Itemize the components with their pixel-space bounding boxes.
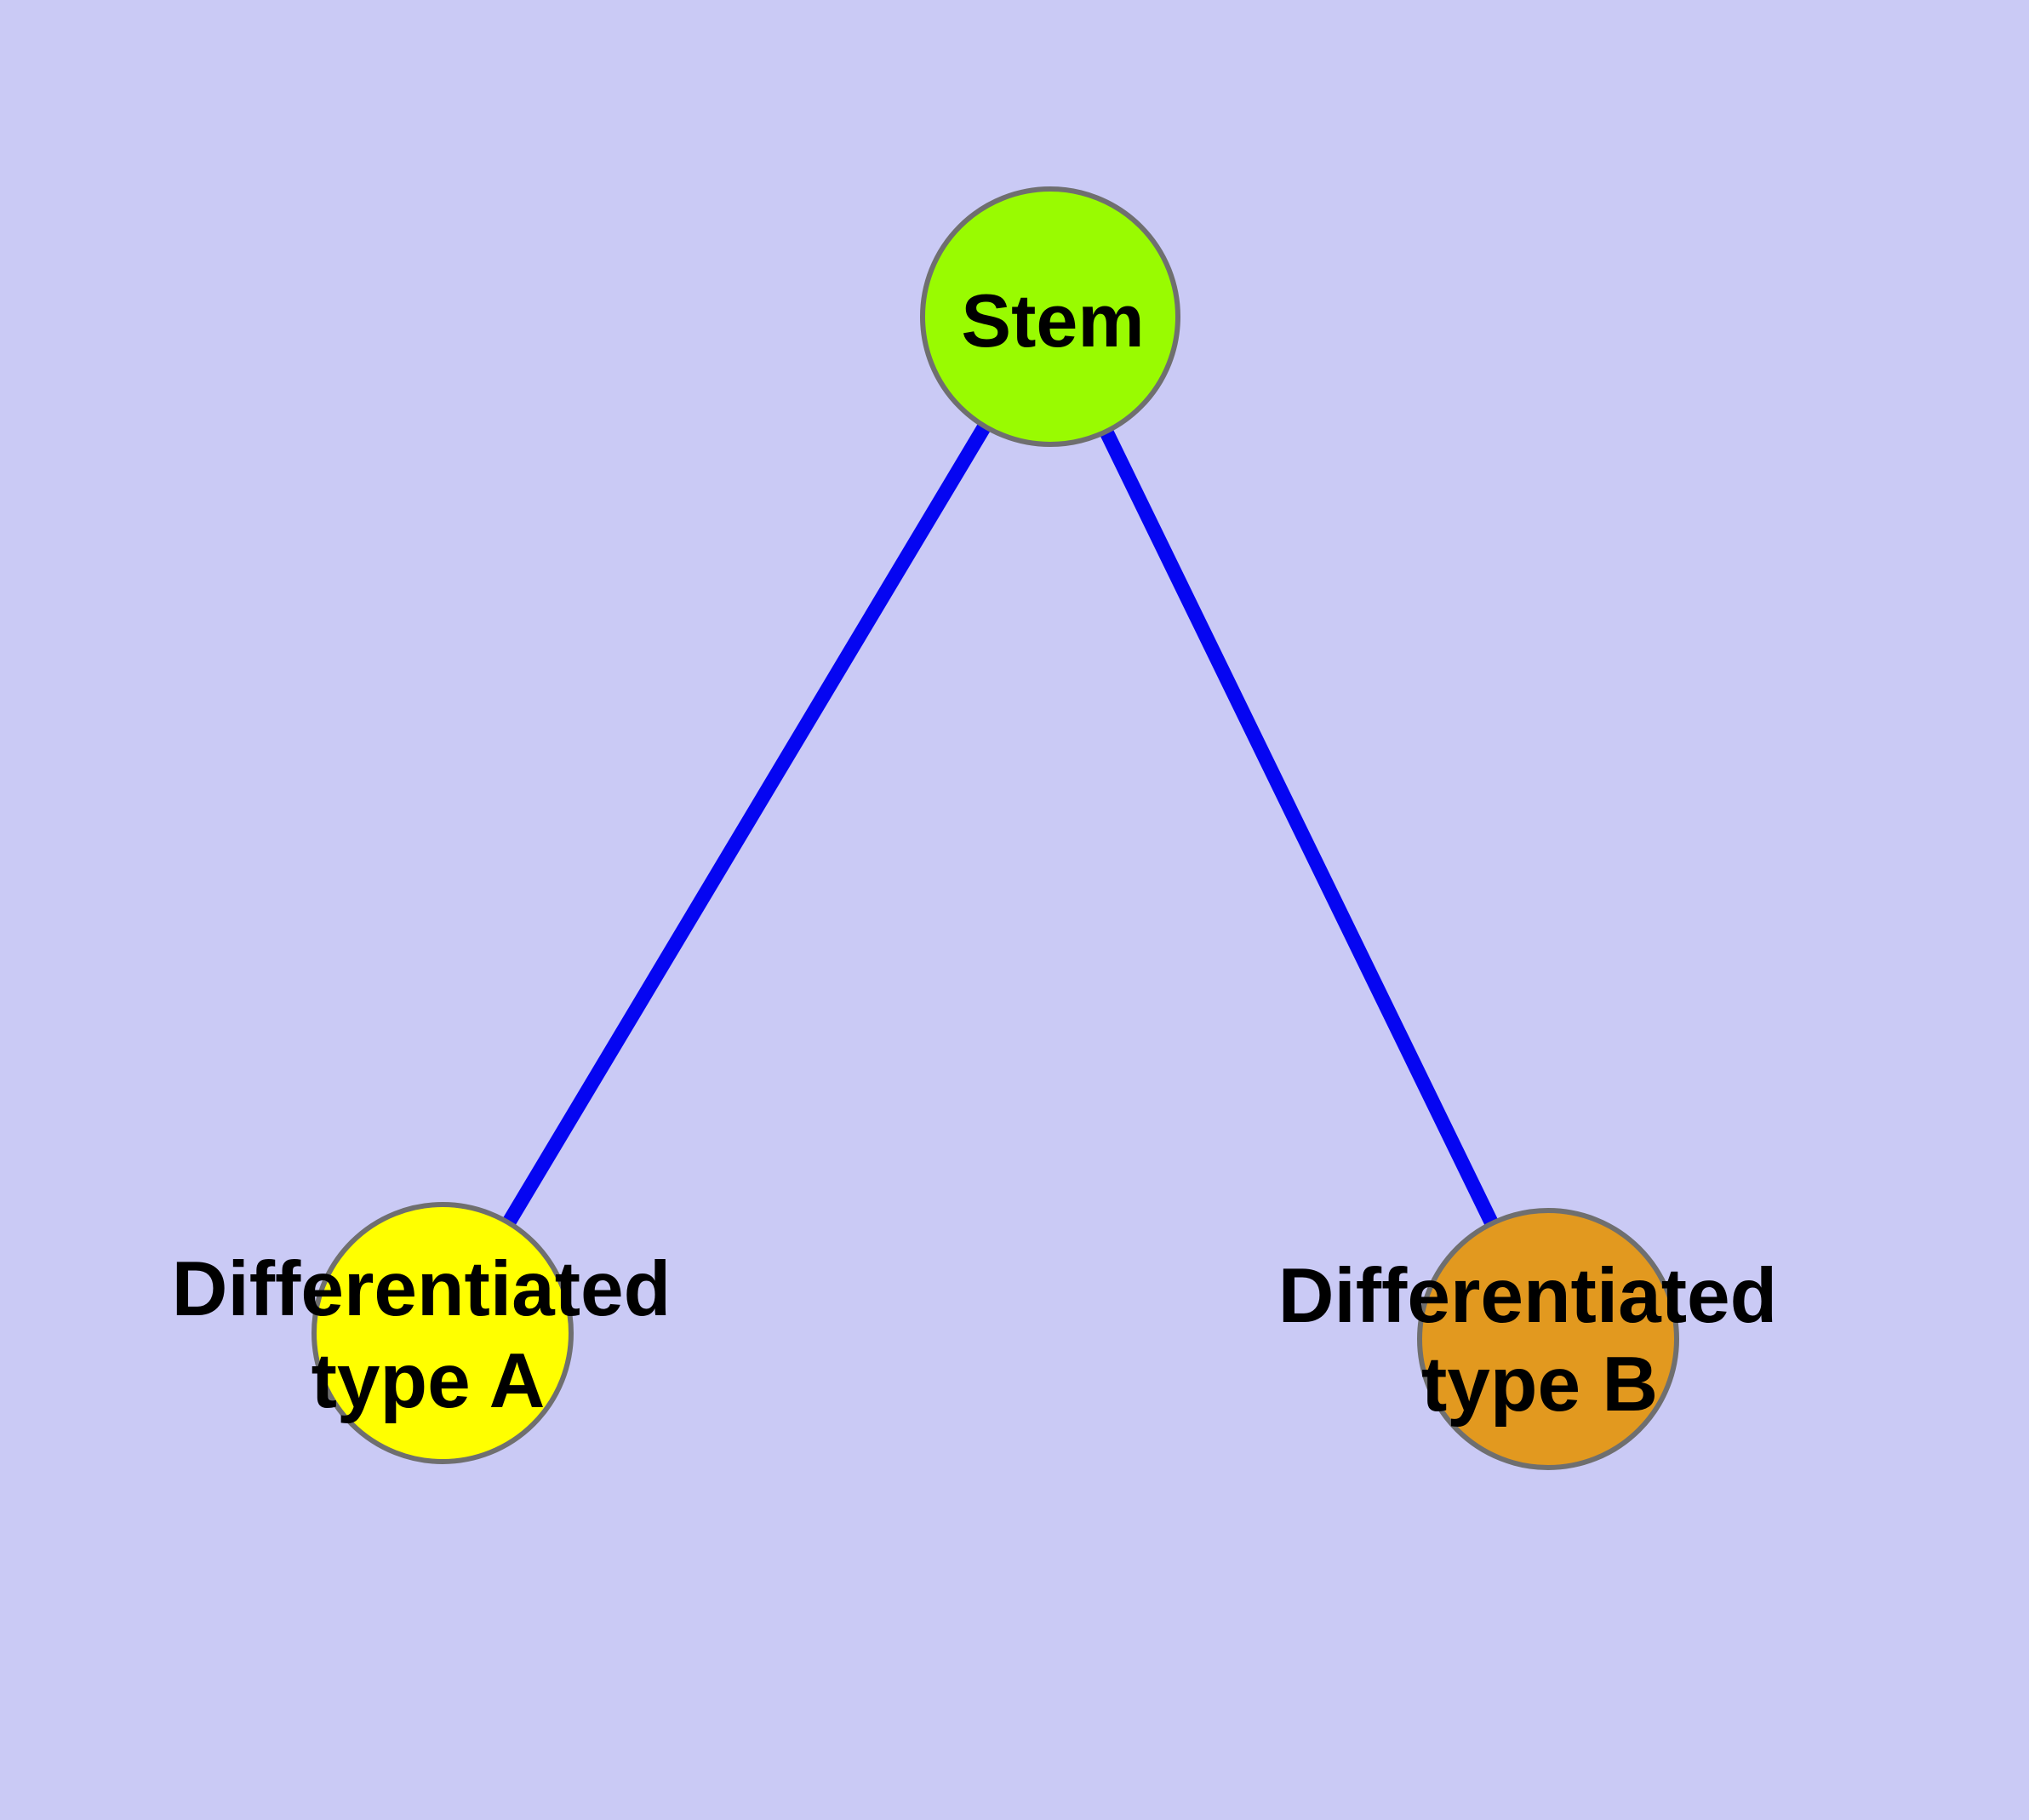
edge-stem-to-differentiated-type-a [436,312,1057,1337]
node-differentiated-type-b-label-line2: type B [1421,1342,1658,1428]
node-differentiated-type-a [311,1202,574,1464]
node-differentiated-type-a-label-line2: type A [311,1338,546,1424]
node-differentiated-type-b-label-line1: Differentiated [1278,1253,1778,1339]
node-stem [920,186,1180,447]
node-differentiated-type-a-label-line1: Differentiated [172,1246,672,1332]
node-differentiated-type-b [1417,1208,1679,1470]
node-stem-label: Stem [961,278,1144,363]
edge-stem-to-differentiated-type-b [1043,313,1555,1342]
